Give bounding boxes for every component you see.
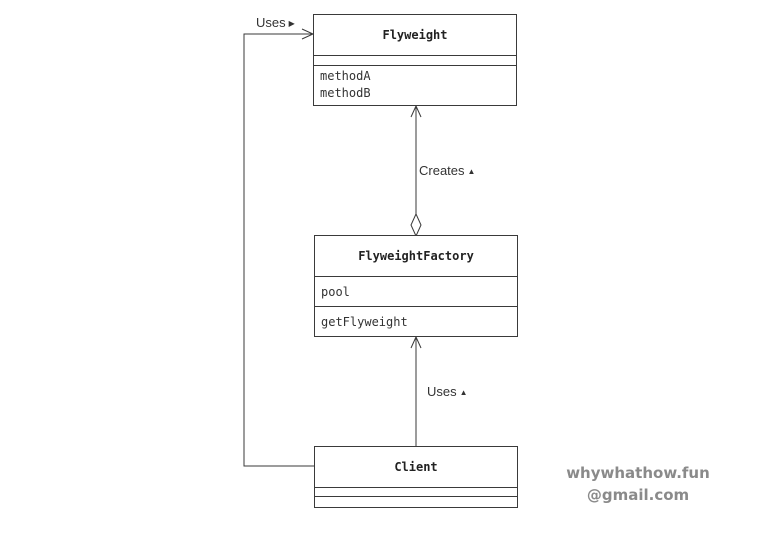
flyweight-factory-methods-section: getFlyweight bbox=[315, 307, 517, 337]
method-methodB: methodB bbox=[320, 86, 371, 100]
uses-flyweight-label-text: Uses bbox=[256, 15, 286, 30]
flyweight-class-name: Flyweight bbox=[314, 15, 516, 56]
flyweight-methods-section: methodA methodB bbox=[314, 66, 516, 104]
factory-flyweight-arrowhead bbox=[410, 104, 422, 118]
flyweight-class: Flyweight methodA methodB bbox=[313, 14, 517, 106]
uses-factory-label-text: Uses bbox=[427, 384, 457, 399]
up-triangle-icon: ▲ bbox=[467, 167, 476, 176]
flyweight-factory-class: FlyweightFactory pool getFlyweight bbox=[314, 235, 518, 337]
client-methods-section bbox=[315, 497, 517, 506]
client-flyweight-association-line bbox=[243, 33, 314, 467]
client-class-name: Client bbox=[315, 447, 517, 488]
right-triangle-icon: ▶ bbox=[288, 19, 295, 28]
client-class: Client bbox=[314, 446, 518, 508]
field-pool: pool bbox=[321, 285, 350, 299]
creates-label: Creates▲ bbox=[419, 163, 475, 178]
client-factory-arrowhead bbox=[410, 335, 422, 349]
watermark: whywhathow.fun @gmail.com bbox=[553, 462, 723, 506]
creates-label-text: Creates bbox=[419, 163, 465, 178]
client-fields-section bbox=[315, 488, 517, 497]
flyweight-factory-class-name: FlyweightFactory bbox=[315, 236, 517, 277]
flyweight-factory-fields-section: pool bbox=[315, 277, 517, 307]
up-triangle-icon: ▲ bbox=[459, 388, 468, 397]
watermark-line-2: @gmail.com bbox=[586, 486, 690, 504]
watermark-line-1: whywhathow.fun bbox=[566, 464, 710, 482]
method-getFlyweight: getFlyweight bbox=[321, 315, 408, 329]
uses-factory-label: Uses▲ bbox=[427, 384, 468, 399]
uses-flyweight-label: Uses▶ bbox=[256, 15, 295, 30]
method-methodA: methodA bbox=[320, 69, 371, 83]
flyweight-fields-section bbox=[314, 56, 516, 66]
aggregation-diamond bbox=[410, 212, 422, 238]
